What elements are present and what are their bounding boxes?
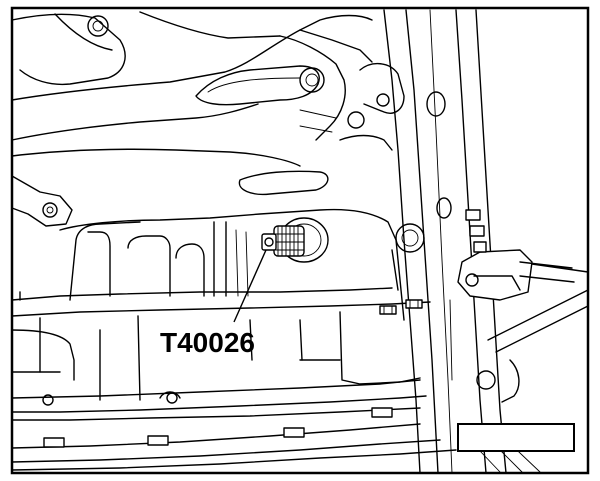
- tool-t40026: [261, 217, 329, 263]
- engine-drawing: [11, 9, 589, 474]
- callout-label: T40026: [160, 327, 255, 358]
- callout-leader-line: [233, 249, 267, 323]
- reference-box: [457, 423, 575, 452]
